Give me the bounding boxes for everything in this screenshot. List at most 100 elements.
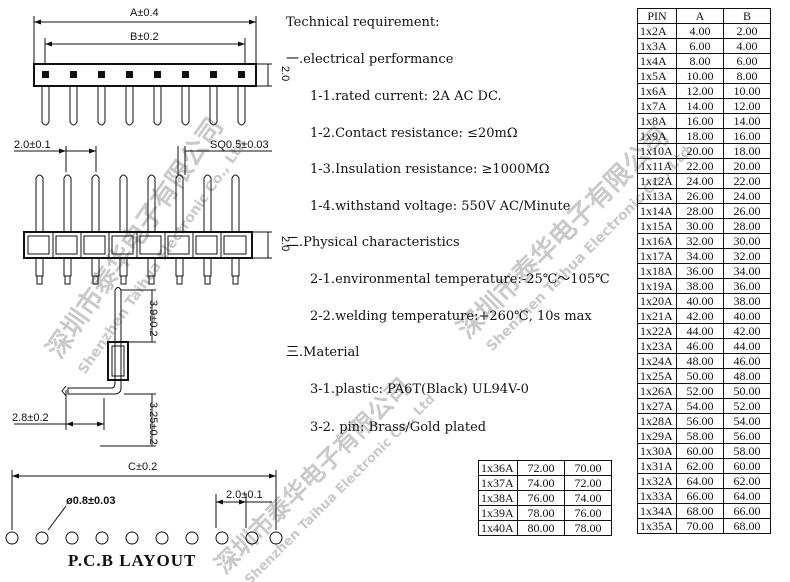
pin-cell: 1x8A	[637, 113, 677, 129]
a-cell: 60.00	[676, 443, 724, 459]
b-cell: 58.00	[723, 443, 771, 459]
dim-hole-pitch-label: 2.0±0.1	[226, 489, 263, 501]
pin-cell: 1x10A	[637, 143, 677, 159]
top-view	[33, 16, 272, 126]
front-lower-pins	[35, 258, 240, 285]
a-cell: 70.00	[676, 518, 724, 534]
b-cell: 32.00	[723, 248, 771, 264]
a-col-header: A	[676, 8, 724, 24]
pin-cell: 1x40A	[478, 520, 518, 536]
pin-cell: 1x7A	[637, 98, 677, 114]
b-cell: 56.00	[723, 428, 771, 444]
b-cell: 12.00	[723, 98, 771, 114]
pin-cell: 1x21A	[637, 308, 677, 324]
pin-cell: 1x17A	[637, 248, 677, 264]
pin-cell: 1x2A	[637, 23, 677, 39]
pin-cell: 1x11A	[637, 158, 677, 174]
pin-cell: 1x15A	[637, 218, 677, 234]
pin-cell: 1x38A	[478, 490, 518, 506]
b-cell: 40.00	[723, 308, 771, 324]
pin-cell: 1x9A	[637, 128, 677, 144]
a-cell: 16.00	[676, 113, 724, 129]
a-cell: 64.00	[676, 473, 724, 489]
a-cell: 68.00	[676, 503, 724, 519]
pin-cell: 1x29A	[637, 428, 677, 444]
b-cell: 4.00	[723, 38, 771, 54]
pcb-holes	[5, 531, 283, 545]
dim-pitch-label: 2.0±0.1	[14, 139, 51, 151]
a-cell: 66.00	[676, 488, 724, 504]
pin-cell: 1x4A	[637, 53, 677, 69]
b-cell: 14.00	[723, 113, 771, 129]
pin-col-header: PIN	[637, 8, 677, 24]
pin-cell: 1x32A	[637, 473, 677, 489]
req-1-1: 1-1.rated current: 2A AC DC.	[310, 89, 502, 104]
b-cell: 70.00	[564, 460, 612, 476]
a-cell: 72.00	[517, 460, 565, 476]
pin-cell: 1x28A	[637, 413, 677, 429]
a-cell: 42.00	[676, 308, 724, 324]
dim-a-label: A±0.4	[130, 7, 159, 19]
b-cell: 18.00	[723, 143, 771, 159]
b-cell: 78.00	[564, 520, 612, 536]
a-cell: 34.00	[676, 248, 724, 264]
pin-cell: 1x34A	[637, 503, 677, 519]
pin-cell: 1x19A	[637, 278, 677, 294]
a-cell: 80.00	[517, 520, 565, 536]
a-cell: 8.00	[676, 53, 724, 69]
b-cell: 6.00	[723, 53, 771, 69]
a-cell: 50.00	[676, 368, 724, 384]
pin-cell: 1x16A	[637, 233, 677, 249]
req-1-4: 1-4.withstand voltage: 550V AC/Minute	[310, 199, 571, 214]
pin-cell: 1x13A	[637, 188, 677, 204]
a-cell: 46.00	[676, 338, 724, 354]
dim-bend-offset-label: 2.8±0.2	[12, 412, 49, 424]
pin-table-header: PIN A B	[637, 8, 771, 24]
a-cell: 36.00	[676, 263, 724, 279]
b-cell: 16.00	[723, 128, 771, 144]
a-cell: 44.00	[676, 323, 724, 339]
a-cell: 6.00	[676, 38, 724, 54]
a-cell: 20.00	[676, 143, 724, 159]
b-cell: 60.00	[723, 458, 771, 474]
b-cell: 20.00	[723, 158, 771, 174]
req-1-3: 1-3.Insulation resistance: ≥1000MΩ	[310, 162, 550, 177]
b-cell: 30.00	[723, 233, 771, 249]
b-cell: 66.00	[723, 503, 771, 519]
a-cell: 24.00	[676, 173, 724, 189]
b-cell: 10.00	[723, 83, 771, 99]
b-cell: 28.00	[723, 218, 771, 234]
pin-cell: 1x12A	[637, 173, 677, 189]
pin-cell: 1x5A	[637, 68, 677, 84]
req-section-electrical: 一.electrical performance	[286, 52, 454, 67]
pin-cell: 1x22A	[637, 323, 677, 339]
b-cell: 8.00	[723, 68, 771, 84]
b-cell: 62.00	[723, 473, 771, 489]
dim-bend-lower-label: 3.25±0.2	[147, 402, 159, 445]
front-view	[14, 146, 272, 285]
pin-cell: 1x3A	[637, 38, 677, 54]
a-cell: 62.00	[676, 458, 724, 474]
pin-cell: 1x36A	[478, 460, 518, 476]
